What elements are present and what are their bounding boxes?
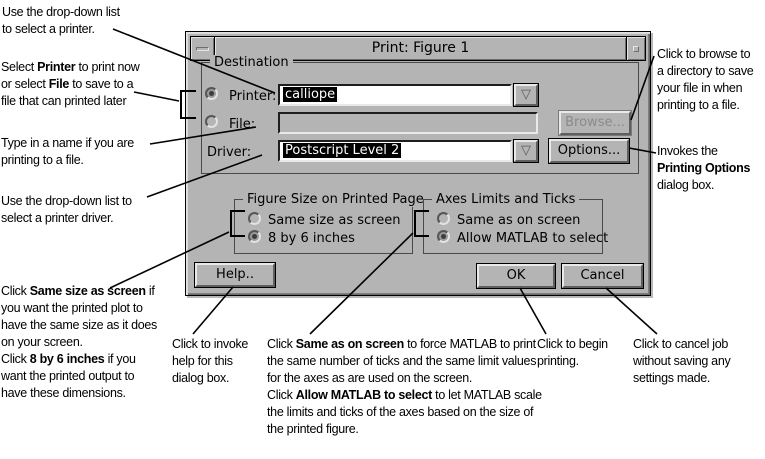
allow-matlab-label: Allow MATLAB to select [457,231,609,246]
printer-label: Printer: [229,89,277,104]
window-menu-icon [196,46,209,51]
figure-size-group-label: Figure Size on Printed Page [243,192,428,207]
printer-dropdown-button[interactable]: ▽ [514,84,538,106]
dropdown-triangle-icon: ▽ [521,87,531,102]
destination-group-label: Destination [210,55,293,70]
eight-by-six-label: 8 by 6 inches [268,231,355,246]
printer-radio[interactable] [205,87,218,100]
line-destination-choice [133,91,180,102]
figure-size-group: Figure Size on Printed Page [234,192,428,254]
ok-button[interactable]: OK [477,264,555,288]
printer-field-value: calliope [283,87,338,102]
driver-label: Driver: [207,145,252,160]
browse-button[interactable]: Browse... [559,111,631,135]
same-as-on-screen-radio[interactable] [437,212,450,225]
help-button[interactable]: Help.. [195,263,275,287]
print-dialog: Print: Figure 1 Destination Printer: cal… [185,31,651,296]
allow-matlab-radio[interactable] [437,230,450,243]
file-radio[interactable] [205,115,218,128]
cancel-button[interactable]: Cancel [562,264,643,288]
dropdown-triangle-icon: ▽ [521,143,531,158]
same-size-as-screen-radio[interactable] [248,212,261,225]
maximize-button[interactable] [626,37,645,60]
file-label: File: [229,117,256,132]
driver-field-value: Postscript Level 2 [283,143,402,158]
axes-limits-group-label: Axes Limits and Ticks [432,192,580,207]
annotation-axes-limits: Click Same as on screen to force MATLAB … [267,337,542,436]
same-size-as-screen-label: Same size as screen [268,213,401,228]
options-button[interactable]: Options... [549,139,629,163]
maximize-icon [633,45,639,52]
driver-dropdown-button[interactable]: ▽ [514,140,538,162]
file-field[interactable] [278,112,538,134]
dialog-title: Print: Figure 1 [215,37,626,60]
eight-by-six-radio[interactable] [248,230,261,243]
axes-limits-group: Axes Limits and Ticks [423,192,603,254]
driver-field[interactable]: Postscript Level 2 [278,140,512,162]
printer-field[interactable]: calliope [278,84,512,106]
same-as-on-screen-label: Same as on screen [457,213,581,228]
